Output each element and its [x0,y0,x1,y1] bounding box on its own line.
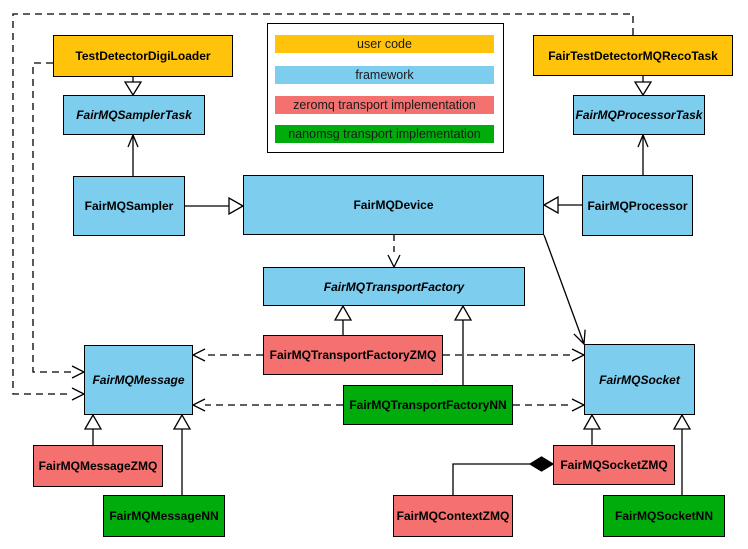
legend: user code framework zeromq transport imp… [267,23,504,153]
node-label: FairMQTransportFactoryNN [349,398,507,412]
dependency-arrowhead-socket-left-upper [571,348,586,362]
dependency-arrowhead-message-right-upper [191,348,206,362]
node-label: FairMQSampler [84,199,174,213]
inheritance-triangle-fairmqprocessortask [633,81,653,97]
inheritance-triangle-socket-left [582,413,602,430]
dependency-arrowhead-into-fairmqmessage-upper [71,365,86,379]
dependency-arrowhead-socket-left-lower [571,398,586,412]
node-label: FairMQMessage [92,373,185,387]
node-fairmqtransportfactoryzmq: FairMQTransportFactoryZMQ [263,335,443,375]
node-fairmqcontextzmq: FairMQContextZMQ [393,495,513,537]
association-arrowhead-fairmqprocessortask [637,133,649,148]
composition-line-contextzmq-socketzmq [452,463,530,495]
node-fairmqsamplertask: FairMQSamplerTask [63,95,205,135]
node-label: FairMQProcessor [587,198,688,213]
inheritance-triangle-fairmqdevice-right [542,195,559,215]
node-label: FairMQDevice [353,198,434,212]
dependency-arrowhead-fairmqtransportfactory [387,254,401,269]
legend-item-user-code: user code [275,35,494,53]
dependency-arrowhead-into-fairmqmessage-lower [71,387,86,401]
node-label: FairMQMessageNN [109,509,219,523]
node-label: TestDetectorDigiLoader [75,49,211,63]
node-label: FairMQSocketZMQ [560,458,668,472]
association-arrowhead-fairmqsamplertask [127,133,139,148]
node-label: FairMQContextZMQ [396,509,510,523]
node-fairtestdetectormqrecotask: FairTestDetectorMQRecoTask [533,35,733,76]
inheritance-triangle-message-right [172,413,192,430]
node-fairmqtransportfactory: FairMQTransportFactory [263,267,525,306]
node-fairmqprocessortask: FairMQProcessorTask [573,95,705,135]
node-label: FairMQMessageZMQ [38,459,158,473]
legend-item-nanomsg: nanomsg transport implementation [275,125,494,143]
legend-item-framework: framework [275,66,494,84]
node-label: FairTestDetectorMQRecoTask [548,48,718,63]
node-fairmqsocket: FairMQSocket [584,344,695,415]
node-fairmqmessagezmq: FairMQMessageZMQ [33,445,163,487]
node-fairmqmessage: FairMQMessage [84,345,193,415]
node-fairmqsocketzmq: FairMQSocketZMQ [553,445,675,485]
node-fairmqsocketnn: FairMQSocketNN [603,495,725,537]
inheritance-triangle-fairmqdevice-left [228,196,245,216]
node-fairmqtransportfactorynn: FairMQTransportFactoryNN [343,385,513,425]
node-label: FairMQSocket [599,372,680,387]
legend-label: zeromq transport implementation [293,98,476,112]
node-fairmqprocessor: FairMQProcessor [582,175,693,236]
inheritance-triangle-transportfactory-left [333,304,353,321]
node-label: FairMQSocketNN [614,509,714,523]
node-fairmqmessagenn: FairMQMessageNN [103,495,225,537]
inheritance-triangle-message-left [83,413,103,430]
inheritance-triangle-fairmqsamplertask [123,81,143,97]
node-label: FairMQSamplerTask [76,108,192,122]
legend-label: user code [357,37,412,51]
node-fairmqsampler: FairMQSampler [73,176,185,236]
node-label: FairMQTransportFactory [323,279,465,294]
dependency-fairtestdetectormqrecotask-fairmqmessage [12,13,634,395]
inheritance-triangle-transportfactory-right [453,304,473,321]
dependency-arrowhead-message-right-lower [191,398,206,412]
composition-diamond-socketzmq [528,456,555,472]
node-testdetectordigiloader: TestDetectorDigiLoader [53,35,233,77]
legend-label: nanomsg transport implementation [288,127,481,141]
node-fairmqdevice: FairMQDevice [243,175,544,235]
dependency-testdetectordigiloader-fairmqmessage [32,62,72,373]
node-label: FairMQTransportFactoryZMQ [269,348,437,362]
legend-label: framework [355,68,414,82]
inheritance-triangle-socket-right [672,413,692,430]
legend-item-zeromq: zeromq transport implementation [275,96,494,114]
association-line-fairmqdevice-fairmqsocket [543,234,585,345]
node-label: FairMQProcessorTask [575,108,703,122]
